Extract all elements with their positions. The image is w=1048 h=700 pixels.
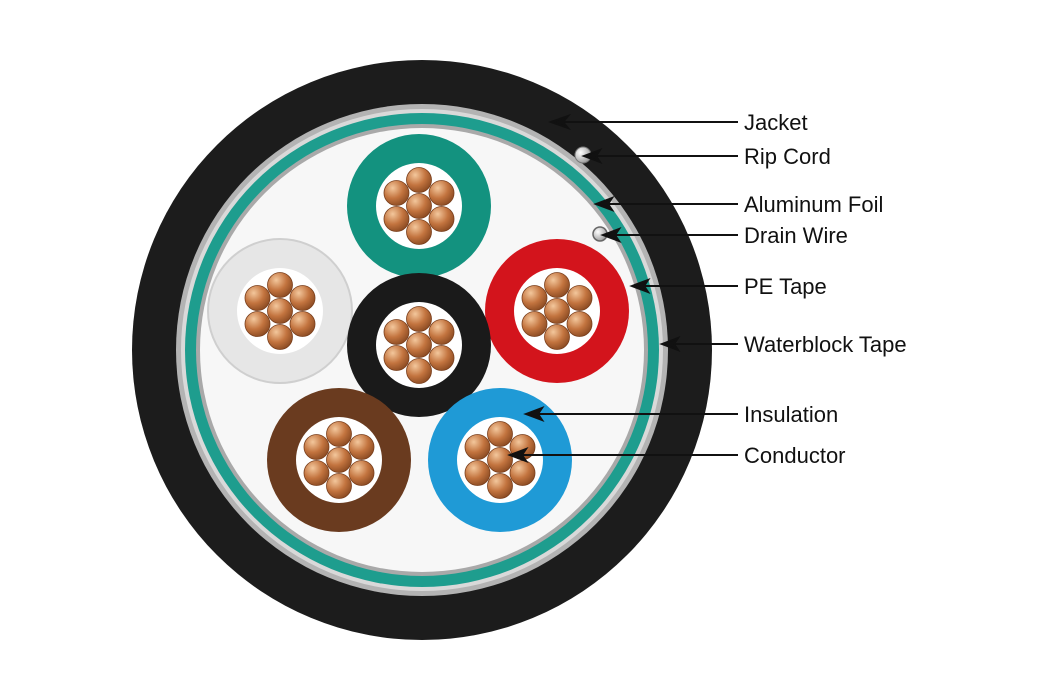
copper-strand [406,306,432,332]
label-conductor: Conductor [744,443,846,468]
copper-strand [428,345,455,371]
black-core [347,273,491,417]
label-waterblock-tape: Waterblock Tape [744,332,907,357]
leader-pe-tape [629,277,738,295]
copper-strand [267,324,293,350]
copper-strand [289,311,316,337]
label-pe-tape: PE Tape [744,274,827,299]
leader-lines [507,113,738,464]
copper-strand [289,285,316,311]
copper-strand [487,421,513,447]
cores [207,134,629,532]
leader-rip-cord [581,147,738,165]
label-jacket: Jacket [744,110,808,135]
copper-strand [464,434,491,460]
copper-strand [326,421,352,447]
blue-core [428,388,572,532]
copper-strand [406,193,432,219]
copper-strand [303,460,330,486]
copper-strand [326,447,352,473]
copper-strand [244,311,271,337]
brown-core [267,388,411,532]
copper-strand [244,285,271,311]
copper-strand [428,206,455,232]
copper-strand [383,345,410,371]
copper-strand [383,180,410,206]
copper-strand [326,473,352,499]
copper-strand [544,324,570,350]
copper-strand [487,447,513,473]
copper-strand [464,460,491,486]
copper-strand [521,285,548,311]
copper-strand [383,319,410,345]
conductor-strands [244,272,316,350]
copper-strand [383,206,410,232]
label-aluminum-foil: Aluminum Foil [744,192,883,217]
copper-strand [544,298,570,324]
copper-strand [267,272,293,298]
copper-strand [406,358,432,384]
copper-strand [267,298,293,324]
conductor-strands [383,167,455,245]
label-drain-wire: Drain Wire [744,223,848,248]
copper-strand [521,311,548,337]
copper-strand [406,167,432,193]
copper-strand [566,311,593,337]
leader-drain-wire [600,226,738,244]
leader-insulation [523,405,738,423]
copper-strand [566,285,593,311]
copper-strand [348,460,375,486]
leader-aluminum-foil [593,195,738,213]
copper-strand [348,434,375,460]
red-core [485,239,629,383]
label-insulation: Insulation [744,402,838,427]
teal-core [347,134,491,278]
leader-conductor [507,446,738,464]
copper-strand [406,332,432,358]
white-core [207,238,353,384]
copper-strand [544,272,570,298]
leader-jacket [547,113,738,131]
copper-strand [428,180,455,206]
copper-strand [406,219,432,245]
conductor-strands [383,306,455,384]
label-rip-cord: Rip Cord [744,144,831,169]
copper-strand [487,473,513,499]
conductor-strands [521,272,593,350]
copper-strand [428,319,455,345]
copper-strand [509,460,536,486]
copper-strand [303,434,330,460]
leader-waterblock-tape [659,335,738,353]
conductor-strands [303,421,375,499]
